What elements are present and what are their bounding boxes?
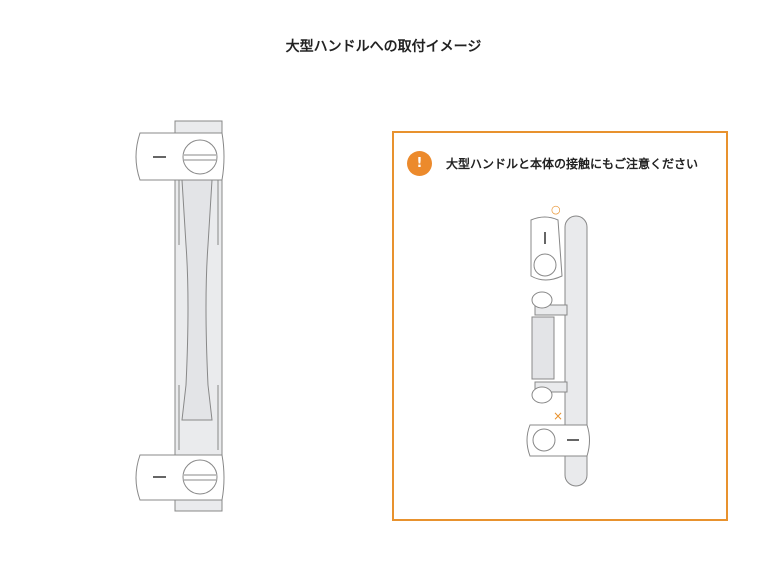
- handle-bar: [181, 179, 213, 421]
- page-title: 大型ハンドルへの取付イメージ: [285, 39, 482, 55]
- handle-pipe: [564, 215, 588, 487]
- handle-mount: [531, 316, 555, 380]
- thumb-turn-knob: [182, 139, 218, 175]
- notice-text: 大型ハンドルと本体の接触にもご注意ください: [446, 157, 699, 171]
- thumb-turn-knob: [182, 459, 218, 495]
- notice-box: [392, 131, 728, 521]
- warning-icon: !: [407, 151, 432, 176]
- ng-mark: ×: [553, 409, 564, 423]
- ok-mark: ○: [551, 203, 561, 216]
